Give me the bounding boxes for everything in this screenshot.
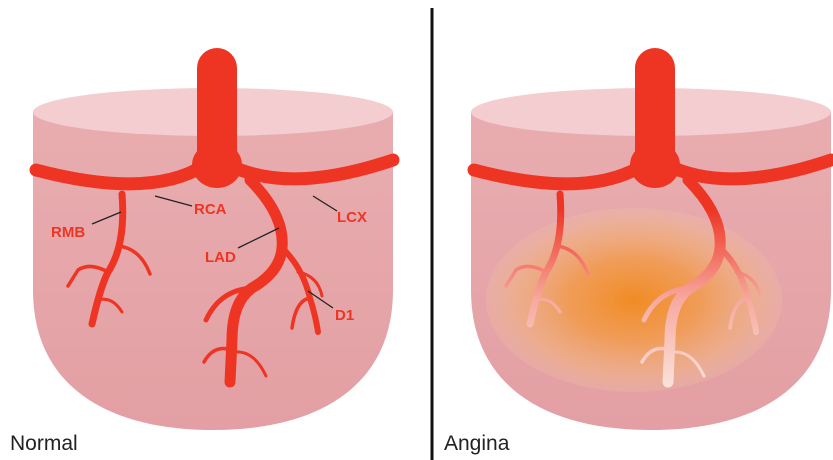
angina-caption: Angina [444,432,510,455]
normal-caption: Normal [10,432,78,455]
normal-panel: RCA RMB LCX LAD D1 Normal [10,48,393,455]
ischemic-zone [486,208,782,392]
lcx-label: LCX [337,209,367,226]
angina-panel: Angina [444,48,831,455]
rca-label: RCA [194,201,227,218]
rmb-label: RMB [51,224,85,241]
lad-label: LAD [205,249,236,266]
d1-label: D1 [335,307,354,324]
